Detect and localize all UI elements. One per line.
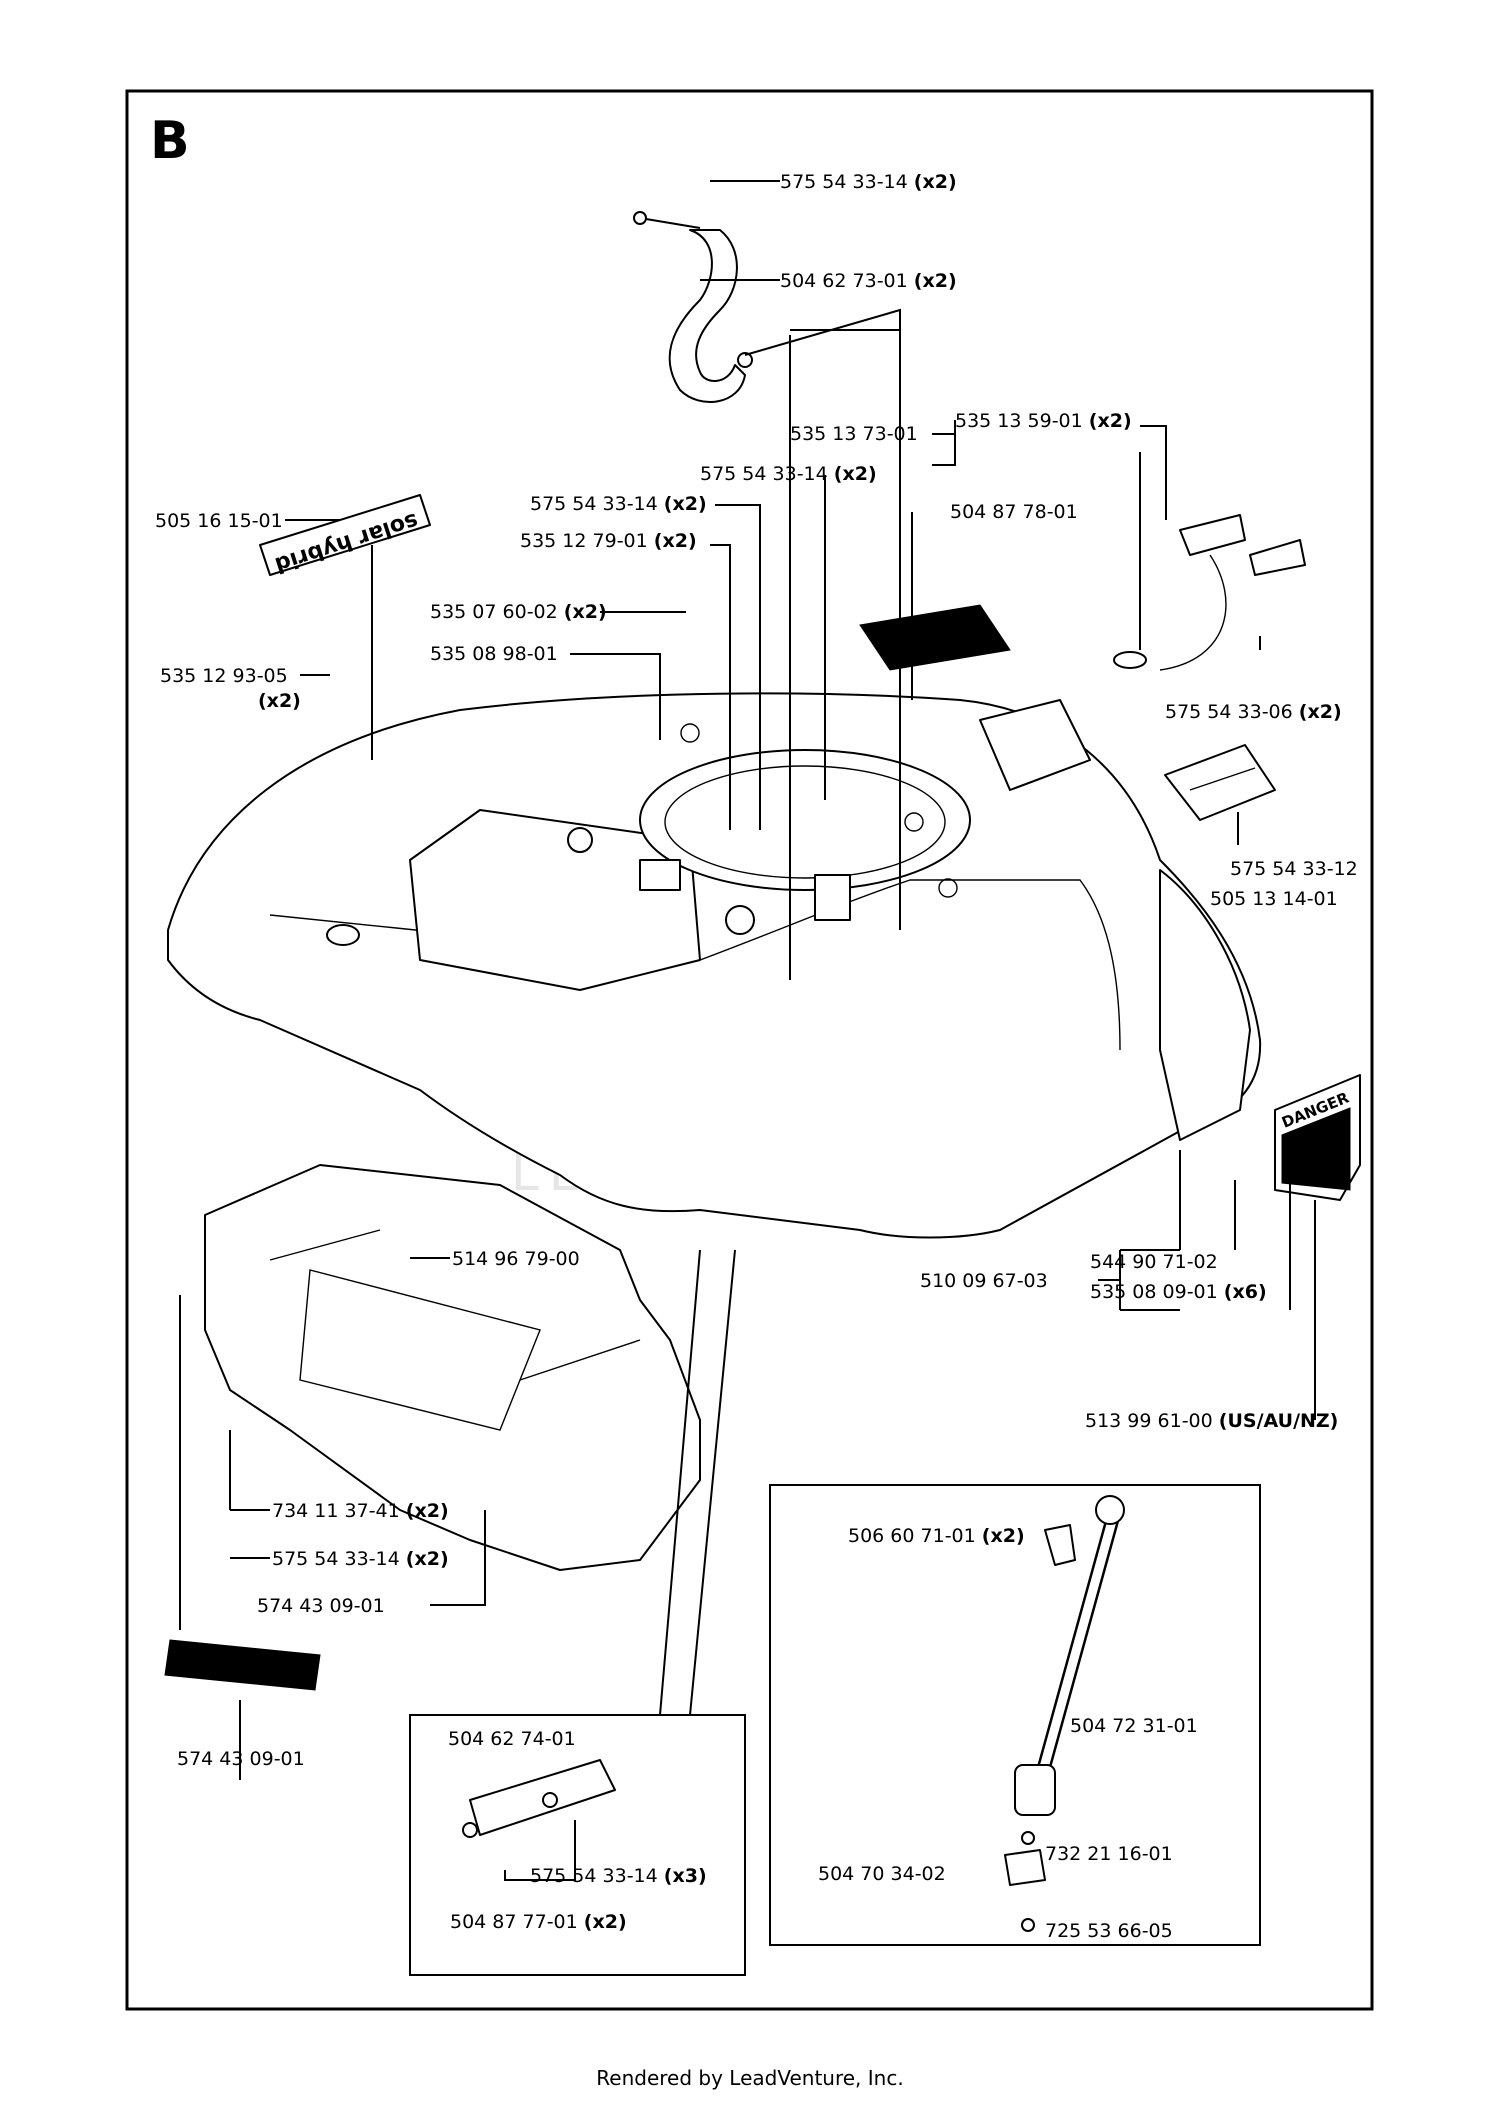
- inset-hinge-cover: [409, 1714, 746, 1976]
- label-c03: 535 13 73-01: [790, 423, 918, 445]
- label-c13: 575 54 33-06 (x2): [1165, 701, 1342, 723]
- label-c26: 575 54 33-14 (x3): [530, 1865, 707, 1887]
- front-bumper: [204, 1164, 701, 1571]
- label-c12-qty: (x2): [258, 690, 301, 712]
- label-c25: 504 62 74-01: [448, 1728, 576, 1750]
- label-c06: 575 54 33-14 (x2): [530, 493, 707, 515]
- inset-gas-strut: [769, 1484, 1261, 1946]
- label-c31: 504 70 34-02: [818, 1863, 946, 1885]
- part-labels: 575 54 33-14 (x2) 504 62 73-01 (x2) 535 …: [155, 171, 1358, 1942]
- label-c01: 575 54 33-14 (x2): [780, 171, 957, 193]
- section-letter: B: [150, 111, 190, 171]
- label-c24: 574 43 09-01: [177, 1748, 305, 1770]
- mower-body-cover: [167, 692, 1262, 1239]
- handle-hook: [633, 211, 753, 403]
- label-c12: 535 12 93-05: [160, 665, 288, 687]
- label-c22: 575 54 33-14 (x2): [272, 1548, 449, 1570]
- label-c07: 504 87 78-01: [950, 501, 1078, 523]
- footer-credit: Rendered by LeadVenture, Inc.: [596, 2066, 904, 2090]
- label-c19: 535 08 09-01 (x6): [1090, 1281, 1267, 1303]
- label-c14: 575 54 33-12: [1230, 858, 1358, 880]
- label-c27: 504 87 77-01 (x2): [450, 1911, 627, 1933]
- label-c28: 506 60 71-01 (x2): [848, 1525, 1025, 1547]
- label-c05: 575 54 33-14 (x2): [700, 463, 877, 485]
- label-c32: 725 53 66-05: [1045, 1920, 1173, 1942]
- label-c23: 574 43 09-01: [257, 1595, 385, 1617]
- solar-hybrid-decal: solar hybrid: [259, 494, 431, 577]
- label-c20: 513 99 61-00 (US/AU/NZ): [1085, 1410, 1338, 1432]
- label-c02: 504 62 73-01 (x2): [780, 270, 957, 292]
- label-c21: 734 11 37-41 (x2): [272, 1500, 449, 1522]
- danger-decal: DANGER: [1274, 1074, 1361, 1201]
- warning-decal-strip: [164, 1639, 321, 1691]
- label-c29: 504 72 31-01: [1070, 1715, 1198, 1737]
- top-decal: [859, 604, 1011, 671]
- sensor-bracket: [1113, 514, 1306, 671]
- label-c04: 535 13 59-01 (x2): [955, 410, 1132, 432]
- label-c10: 535 07 60-02 (x2): [430, 601, 607, 623]
- label-c08: 535 12 79-01 (x2): [520, 530, 697, 552]
- label-c15: 505 13 14-01: [1210, 888, 1338, 910]
- diagram-frame: [125, 89, 1374, 2011]
- label-c17: 510 09 67-03: [920, 1270, 1048, 1292]
- label-c18: 544 90 71-02: [1090, 1251, 1218, 1273]
- label-c30: 732 21 16-01: [1045, 1843, 1173, 1865]
- keypad-cover: [1164, 744, 1276, 821]
- label-c16: 514 96 79-00: [452, 1248, 580, 1270]
- leader-lines: [179, 180, 1316, 1931]
- label-c09: 505 16 15-01: [155, 510, 283, 532]
- label-c11: 535 08 98-01: [430, 643, 558, 665]
